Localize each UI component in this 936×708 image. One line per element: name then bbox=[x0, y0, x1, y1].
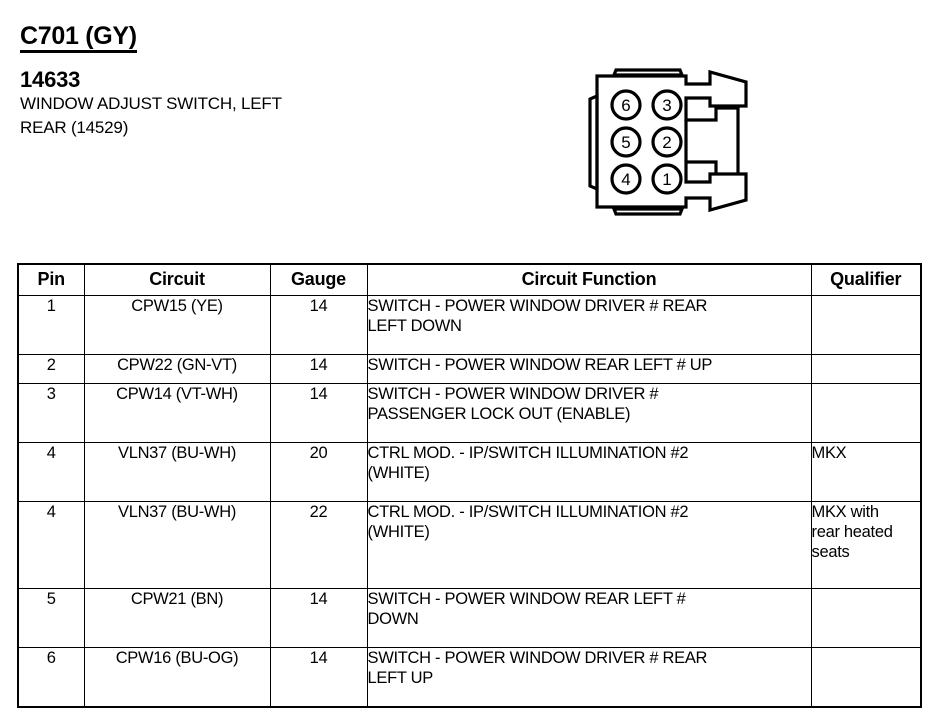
cell-gauge: 14 bbox=[269, 383, 368, 443]
function-line-2: LEFT DOWN bbox=[367, 317, 462, 336]
column-header-function: Circuit Function bbox=[366, 263, 812, 296]
function-line-1: SWITCH - POWER WINDOW REAR LEFT # UP bbox=[367, 356, 713, 374]
cell-qualifier: MKX with rear heated seats bbox=[810, 501, 922, 589]
pin-cavity-1 bbox=[651, 163, 683, 195]
cell-qualifier bbox=[810, 588, 922, 648]
function-line-1: SWITCH - POWER WINDOW DRIVER # REAR bbox=[367, 649, 708, 667]
function-line-1: SWITCH - POWER WINDOW DRIVER # bbox=[367, 385, 659, 403]
part-number: 14633 bbox=[20, 67, 81, 92]
cell-circuit: VLN37 (BU-WH) bbox=[83, 442, 271, 502]
function-line-2: (WHITE) bbox=[367, 523, 430, 542]
component-description-line-2: REAR (14529) bbox=[20, 118, 129, 138]
function-line-2: LEFT UP bbox=[367, 669, 434, 688]
qualifier-line-2: rear heated bbox=[811, 523, 893, 542]
cell-circuit: CPW21 (BN) bbox=[83, 588, 271, 648]
pin-cavity-4 bbox=[610, 163, 642, 195]
cell-circuit: CPW16 (BU-OG) bbox=[83, 647, 271, 708]
function-line-2: (WHITE) bbox=[367, 464, 430, 483]
function-line-2: DOWN bbox=[367, 610, 419, 629]
column-header-qualifier: Qualifier bbox=[810, 263, 922, 296]
pin-cavity-6 bbox=[610, 89, 642, 121]
cell-gauge: 14 bbox=[269, 588, 368, 648]
pin-cavity-3 bbox=[651, 89, 683, 121]
connector-face-view-svg: 6 3 5 2 4 1 bbox=[588, 68, 748, 216]
table-row: 5 CPW21 (BN) 14 SWITCH - POWER WINDOW RE… bbox=[17, 588, 922, 648]
cell-qualifier bbox=[810, 295, 922, 355]
connector-body-outline bbox=[595, 69, 748, 213]
table-row: 3 CPW14 (VT-WH) 14 SWITCH - POWER WINDOW… bbox=[17, 383, 922, 443]
function-line-2: PASSENGER LOCK OUT (ENABLE) bbox=[367, 405, 631, 424]
column-header-pin: Pin bbox=[17, 263, 85, 296]
function-line-1: SWITCH - POWER WINDOW DRIVER # REAR bbox=[367, 297, 708, 315]
document-header: C701 (GY) 14633 WINDOW ADJUST SWITCH, LE… bbox=[20, 24, 540, 139]
table-row: 4 VLN37 (BU-WH) 20 CTRL MOD. - IP/SWITCH… bbox=[17, 442, 922, 502]
pin-number-label-1: 1 bbox=[662, 170, 671, 189]
cell-gauge: 14 bbox=[269, 354, 368, 384]
component-description-line-1: WINDOW ADJUST SWITCH, LEFT bbox=[20, 94, 282, 113]
cell-gauge: 14 bbox=[269, 295, 368, 355]
table-header-row: Pin Circuit Gauge Circuit Function Quali… bbox=[17, 263, 922, 296]
pin-cavity-5 bbox=[610, 126, 642, 158]
function-line-1: CTRL MOD. - IP/SWITCH ILLUMINATION #2 bbox=[367, 503, 689, 521]
column-header-gauge: Gauge bbox=[269, 263, 368, 296]
function-line-1: CTRL MOD. - IP/SWITCH ILLUMINATION #2 bbox=[367, 444, 689, 462]
cell-qualifier bbox=[810, 354, 922, 384]
pin-cavity-2 bbox=[651, 126, 683, 158]
table-row: 6 CPW16 (BU-OG) 14 SWITCH - POWER WINDOW… bbox=[17, 647, 922, 708]
pin-number-label-4: 4 bbox=[621, 170, 630, 189]
cell-pin: 5 bbox=[17, 588, 85, 648]
pin-number-label-6: 6 bbox=[621, 96, 630, 115]
table-row: 2 CPW22 (GN-VT) 14 SWITCH - POWER WINDOW… bbox=[17, 354, 922, 384]
cell-function: SWITCH - POWER WINDOW REAR LEFT # UP bbox=[366, 354, 812, 384]
cell-function: SWITCH - POWER WINDOW DRIVER # PASSENGER… bbox=[366, 383, 812, 443]
cell-pin: 1 bbox=[17, 295, 85, 355]
pin-number-label-2: 2 bbox=[662, 133, 671, 152]
cell-circuit: CPW22 (GN-VT) bbox=[83, 354, 271, 384]
qualifier-line-1: MKX with bbox=[811, 503, 880, 521]
cell-circuit: CPW15 (YE) bbox=[83, 295, 271, 355]
pin-table-container: Pin Circuit Gauge Circuit Function Quali… bbox=[17, 263, 922, 708]
cell-gauge: 14 bbox=[269, 647, 368, 708]
cell-gauge: 20 bbox=[269, 442, 368, 502]
pin-number-label-5: 5 bbox=[621, 133, 630, 152]
cell-function: CTRL MOD. - IP/SWITCH ILLUMINATION #2 (W… bbox=[366, 501, 812, 589]
cell-pin: 6 bbox=[17, 647, 85, 708]
cell-function: SWITCH - POWER WINDOW DRIVER # REAR LEFT… bbox=[366, 647, 812, 708]
table-row: 1 CPW15 (YE) 14 SWITCH - POWER WINDOW DR… bbox=[17, 295, 922, 355]
cell-pin: 2 bbox=[17, 354, 85, 384]
function-line-1: SWITCH - POWER WINDOW REAR LEFT # bbox=[367, 590, 686, 608]
table-row: 4 VLN37 (BU-WH) 22 CTRL MOD. - IP/SWITCH… bbox=[17, 501, 922, 589]
cell-pin: 4 bbox=[17, 501, 85, 589]
cell-qualifier bbox=[810, 647, 922, 708]
connector-top-tab bbox=[611, 68, 685, 77]
cell-circuit: CPW14 (VT-WH) bbox=[83, 383, 271, 443]
connector-diagram: 6 3 5 2 4 1 bbox=[586, 58, 756, 223]
connector-pin-group bbox=[610, 89, 683, 195]
pin-number-label-3: 3 bbox=[662, 96, 671, 115]
pin-assignment-table: Pin Circuit Gauge Circuit Function Quali… bbox=[17, 263, 922, 708]
cell-gauge: 22 bbox=[269, 501, 368, 589]
cell-function: SWITCH - POWER WINDOW DRIVER # REAR LEFT… bbox=[366, 295, 812, 355]
connector-bottom-tab bbox=[611, 207, 685, 216]
cell-function: CTRL MOD. - IP/SWITCH ILLUMINATION #2 (W… bbox=[366, 442, 812, 502]
cell-qualifier bbox=[810, 383, 922, 443]
cell-pin: 4 bbox=[17, 442, 85, 502]
connector-id-title: C701 (GY) bbox=[20, 24, 137, 53]
cell-circuit: VLN37 (BU-WH) bbox=[83, 501, 271, 589]
qualifier-line-3: seats bbox=[811, 543, 850, 562]
cell-pin: 3 bbox=[17, 383, 85, 443]
cell-function: SWITCH - POWER WINDOW REAR LEFT # DOWN bbox=[366, 588, 812, 648]
qualifier-line-1: MKX bbox=[811, 444, 847, 462]
cell-qualifier: MKX bbox=[810, 442, 922, 502]
column-header-circuit: Circuit bbox=[83, 263, 271, 296]
